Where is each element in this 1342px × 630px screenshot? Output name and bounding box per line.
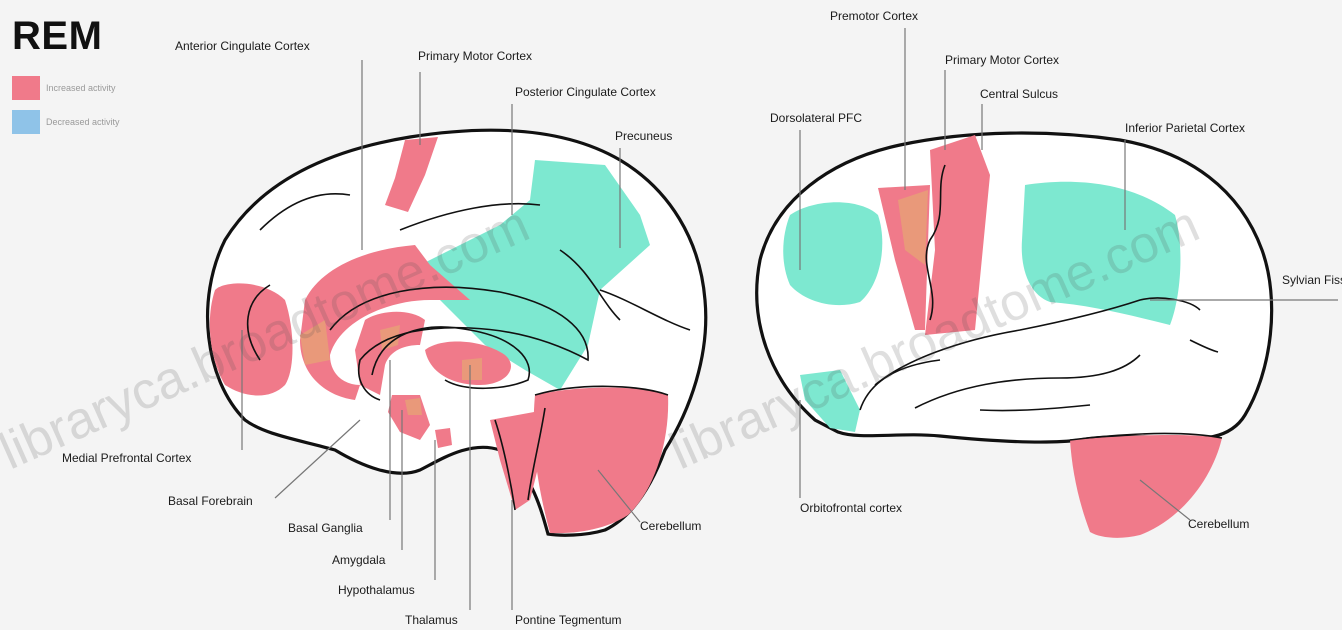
label-dorsolateral-pfc: Dorsolateral PFC bbox=[770, 111, 862, 125]
label-anterior-cingulate: Anterior Cingulate Cortex bbox=[175, 39, 310, 53]
label-posterior-cingulate: Posterior Cingulate Cortex bbox=[515, 85, 656, 99]
label-basal-ganglia: Basal Ganglia bbox=[288, 521, 363, 535]
label-pontine-tegmentum: Pontine Tegmentum bbox=[515, 613, 622, 627]
dorsolateral-pfc-region bbox=[783, 202, 882, 305]
label-inferior-parietal: Inferior Parietal Cortex bbox=[1125, 121, 1245, 135]
label-premotor: Premotor Cortex bbox=[830, 9, 918, 23]
label-primary-motor-lateral: Primary Motor Cortex bbox=[945, 53, 1059, 67]
label-sylvian-fissure: Sylvian Fissure bbox=[1282, 273, 1342, 287]
label-cerebellum-lateral: Cerebellum bbox=[1188, 517, 1249, 531]
label-medial-prefrontal: Medial Prefrontal Cortex bbox=[62, 451, 191, 465]
label-thalamus: Thalamus bbox=[405, 613, 458, 627]
overlap-patch bbox=[462, 358, 482, 380]
label-orbitofrontal: Orbitofrontal cortex bbox=[800, 501, 902, 515]
label-primary-motor-medial: Primary Motor Cortex bbox=[418, 49, 532, 63]
hypothalamus-region bbox=[435, 428, 452, 448]
label-amygdala: Amygdala bbox=[332, 553, 386, 567]
label-cerebellum-medial: Cerebellum bbox=[640, 519, 701, 533]
medial-view: Anterior Cingulate Cortex Primary Motor … bbox=[62, 39, 706, 627]
label-basal-forebrain: Basal Forebrain bbox=[168, 494, 253, 508]
overlap-patch bbox=[405, 398, 422, 415]
label-precuneus: Precuneus bbox=[615, 129, 672, 143]
label-central-sulcus: Central Sulcus bbox=[980, 87, 1058, 101]
cerebellum-region bbox=[534, 388, 669, 534]
label-hypothalamus: Hypothalamus bbox=[338, 583, 415, 597]
